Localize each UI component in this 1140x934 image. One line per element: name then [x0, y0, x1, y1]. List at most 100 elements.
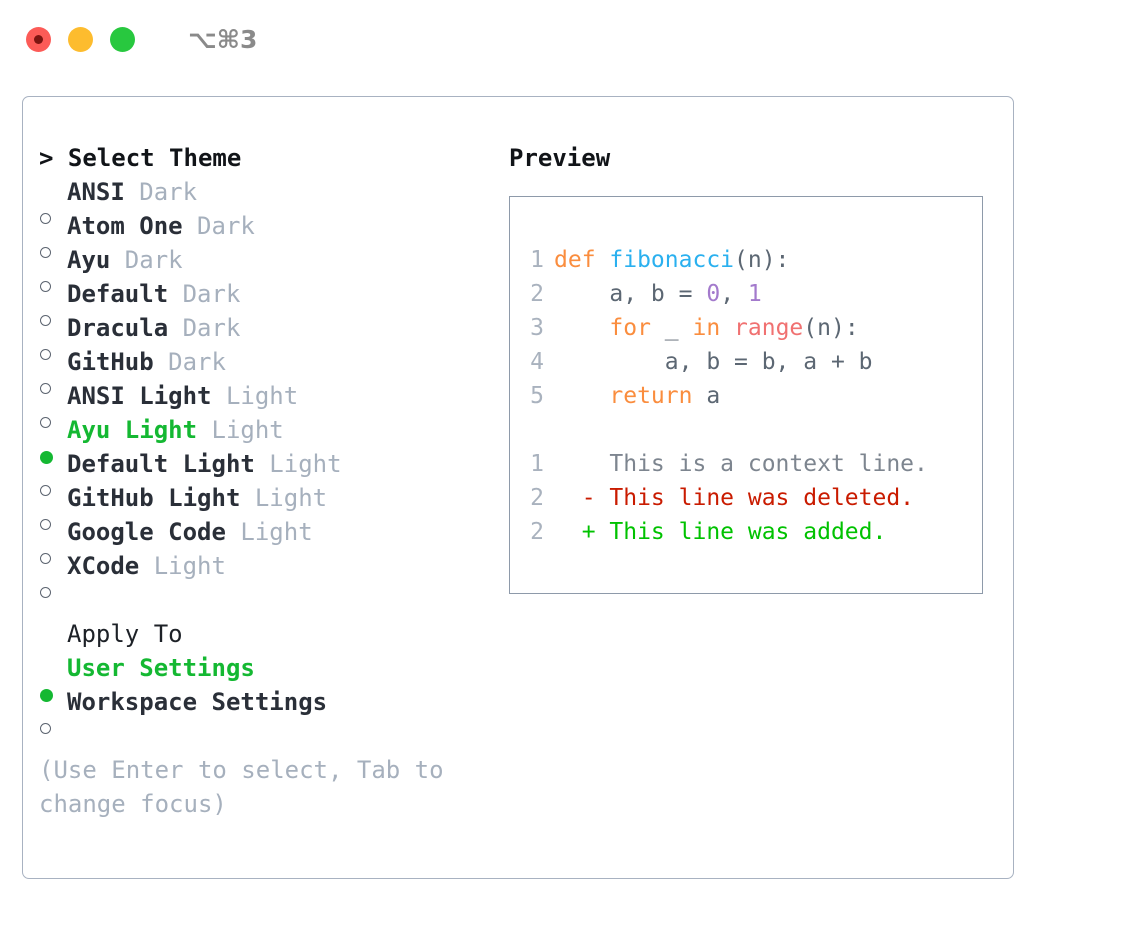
theme-variant-tag: Dark [124, 178, 198, 206]
code-line-number: 2 [530, 281, 544, 307]
diff-sample: 1 This is a context line. 2 - This line w… [510, 447, 982, 549]
theme-option-10[interactable]: Google Code Light [39, 515, 499, 564]
theme-option-label: Default [67, 280, 169, 308]
theme-option-4[interactable]: Dracula Dark [39, 311, 499, 360]
select-theme-heading: > Select Theme [39, 144, 242, 172]
radio-mark [40, 247, 51, 258]
theme-option-6[interactable]: ANSI Light Light [39, 379, 499, 428]
close-button[interactable] [26, 26, 51, 52]
theme-variant-tag: Light [225, 518, 313, 546]
diff-line-add: 2 + This line was added. [510, 515, 982, 549]
theme-option-label: Dracula [67, 314, 169, 342]
theme-option-11[interactable]: XCode Light [39, 549, 499, 598]
code-token-kw: for [554, 315, 651, 341]
theme-variant-tag: Light [254, 450, 342, 478]
diff-line-text: This is a context line. [554, 451, 928, 477]
code-token-plain: a [692, 383, 721, 409]
theme-option-label: Google Code [67, 518, 226, 546]
theme-option-label: XCode [67, 552, 140, 580]
theme-variant-tag: Light [211, 382, 299, 410]
theme-option-label: Ayu [67, 246, 111, 274]
theme-option-9[interactable]: GitHub Light Light [39, 481, 499, 530]
code-line: 4 a, b = b, a + b [510, 345, 982, 379]
diff-line-number: 1 [530, 451, 544, 477]
diff-line-ctx: 1 This is a context line. [510, 447, 982, 481]
theme-option-7[interactable]: Ayu Light Light [39, 413, 499, 464]
radio-mark [40, 553, 51, 564]
apply-option-0[interactable]: User Settings [39, 651, 499, 702]
close-icon [34, 34, 43, 44]
theme-option-label: GitHub [67, 348, 154, 376]
radio-mark [40, 383, 51, 394]
apply-option-label: Workspace Settings [67, 688, 328, 716]
code-line-number: 5 [530, 383, 544, 409]
radio-mark [40, 315, 51, 326]
theme-variant-tag: Dark [182, 212, 255, 240]
maximize-button[interactable] [110, 26, 135, 52]
theme-variant-tag: Dark [110, 246, 183, 274]
radio-mark [40, 519, 51, 530]
window-controls [26, 26, 135, 52]
diff-line-number: 2 [530, 485, 544, 511]
radio-mark [40, 451, 53, 464]
title-bar: ⌥⌘3 [0, 0, 1140, 78]
radio-mark [40, 349, 51, 360]
code-line: 2 a, b = 0, 1 [510, 277, 982, 311]
radio-mark [40, 485, 51, 496]
theme-variant-tag: Dark [168, 314, 241, 342]
code-line: 5 return a [510, 379, 982, 413]
code-line-number: 4 [530, 349, 544, 375]
section-spacer [39, 583, 499, 617]
theme-variant-tag: Light [139, 552, 226, 580]
code-gap [510, 413, 982, 447]
code-token-call: range [734, 315, 804, 341]
minimize-button[interactable] [68, 26, 93, 52]
theme-option-label: Default Light [67, 450, 255, 478]
theme-option-label: Atom One [67, 212, 183, 240]
theme-option-2[interactable]: Ayu Dark [39, 243, 499, 292]
theme-option-label: ANSI [67, 178, 125, 206]
code-token-kw: def [554, 247, 610, 273]
theme-option-3[interactable]: Default Dark [39, 277, 499, 326]
code-token-kw: in [692, 315, 735, 341]
theme-option-label: ANSI Light [67, 382, 212, 410]
theme-variant-tag: Dark [153, 348, 226, 376]
apply-option-1[interactable]: Workspace Settings [39, 685, 499, 734]
theme-option-0[interactable]: ANSI Dark [39, 175, 499, 224]
code-token-kw: return [554, 383, 693, 409]
code-line-number: 3 [530, 315, 544, 341]
code-token-num: 1 [747, 281, 762, 307]
theme-option-8[interactable]: Default Light Light [39, 447, 499, 496]
code-token-num: 0 [706, 281, 721, 307]
diff-line-text: - This line was deleted. [554, 485, 915, 511]
preview-heading: Preview [509, 144, 611, 172]
keyboard-shortcut-label: ⌥⌘3 [188, 24, 258, 54]
radio-mark [40, 723, 51, 734]
theme-option-label: Ayu Light [67, 416, 198, 444]
code-line: 3 for _ in range(n): [510, 311, 982, 345]
code-token-plain: a, b = [554, 281, 707, 307]
theme-option-1[interactable]: Atom One Dark [39, 209, 499, 258]
apply-option-label: User Settings [67, 654, 255, 682]
code-token-plain: _ [650, 315, 693, 341]
theme-option-label: GitHub Light [67, 484, 241, 512]
radio-mark [40, 587, 51, 598]
theme-option-5[interactable]: GitHub Dark [39, 345, 499, 394]
code-token-plain: , [720, 281, 748, 307]
radio-mark [40, 689, 53, 702]
code-line-number: 1 [530, 247, 544, 273]
code-token-plain: (n): [803, 315, 859, 341]
apply-to-heading: Apply To [67, 620, 183, 648]
theme-variant-tag: Light [197, 416, 284, 444]
code-token-fn: fibonacci [609, 247, 735, 273]
theme-variant-tag: Light [240, 484, 328, 512]
